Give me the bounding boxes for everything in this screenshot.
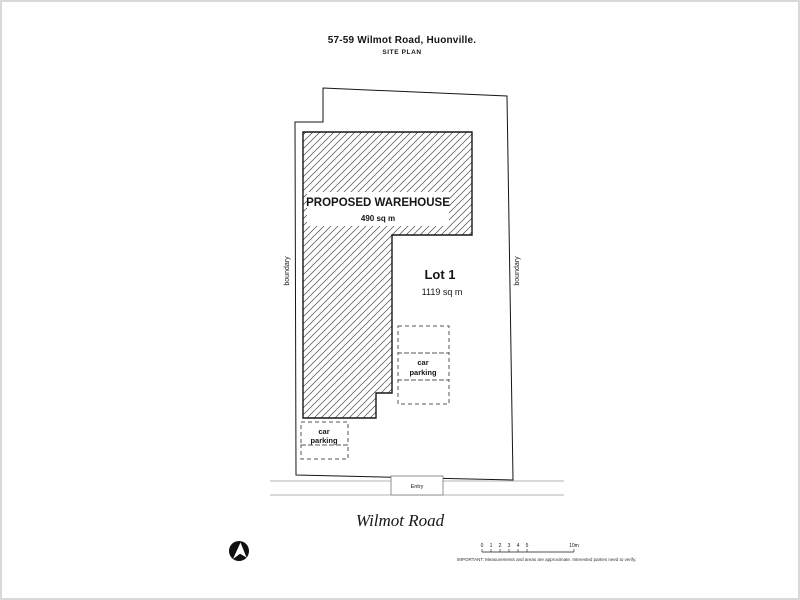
car-parking-left-label-line1: car: [318, 427, 329, 436]
car-parking-left-label-line2: parking: [310, 436, 338, 445]
scale-disclaimer: IMPORTANT: Measurements and areas are ap…: [457, 557, 636, 562]
boundary-label-right: boundary: [514, 256, 521, 286]
warehouse-label: PROPOSED WAREHOUSE: [306, 197, 450, 209]
lot-label: Lot 1: [424, 267, 455, 282]
car-parking-right-label-line2: parking: [409, 368, 437, 377]
north-arrow-icon: [229, 541, 249, 561]
boundary-label-left: boundary: [284, 256, 291, 286]
scale-tick-0: 0: [481, 543, 484, 549]
scale-bar: 0 1 2 3 4 5 10m IMPORTANT: Measurements …: [457, 543, 636, 562]
scale-tick-4: 4: [517, 543, 520, 549]
lot-area: 1119 sq m: [422, 287, 463, 297]
scale-tick-2: 2: [499, 543, 502, 549]
scale-tick-5: 5: [526, 543, 529, 549]
parking-bay: [397, 325, 450, 354]
entry-label: Entry: [411, 484, 424, 490]
parking-bay: [397, 379, 450, 405]
scale-end-label: 10m: [569, 543, 579, 549]
scale-tick-1: 1: [490, 543, 493, 549]
page-title: 57-59 Wilmot Road, Huonville.: [328, 35, 477, 46]
road-label: Wilmot Road: [356, 511, 445, 530]
entry-box: [390, 475, 444, 496]
car-parking-left-bays: [300, 421, 349, 460]
parking-bay: [397, 352, 450, 381]
page-subtitle: SITE PLAN: [382, 49, 421, 56]
warehouse-area: 490 sq m: [361, 214, 395, 223]
scale-tick-3: 3: [508, 543, 511, 549]
warehouse-label-bg: [307, 192, 449, 226]
car-parking-right-label-line1: car: [417, 358, 428, 367]
car-parking-right-bays: [397, 325, 450, 405]
parking-bay: [300, 444, 349, 460]
site-boundary: [294, 87, 514, 481]
